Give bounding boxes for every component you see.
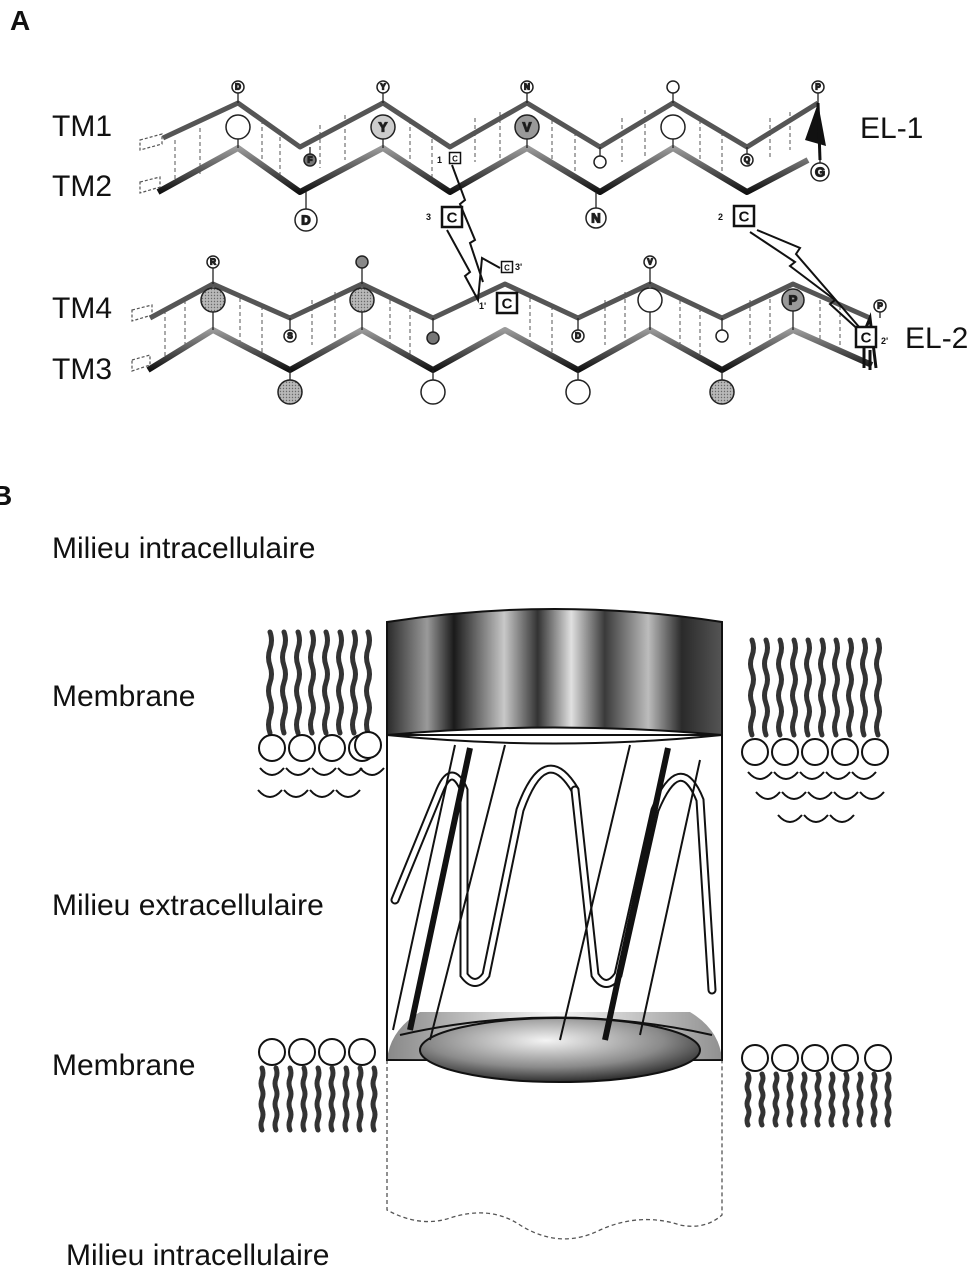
- svg-text:3: 3: [426, 212, 431, 222]
- residue-el2-p: [873, 299, 887, 313]
- residue-tm1-big1: [225, 114, 251, 140]
- residue-tm1-big-y: [370, 114, 396, 140]
- panel-b-channel: Milieu intracellulaire Membrane Milieu e…: [52, 532, 892, 1272]
- channel-pore: [419, 1017, 701, 1083]
- hydrogen-bonds: [164, 110, 841, 360]
- label-tm1: TM1: [52, 110, 112, 143]
- svg-text:C: C: [452, 155, 458, 164]
- residue-tm3-d: [571, 329, 585, 343]
- label-el2: EL-2: [905, 322, 968, 355]
- residue-tm3-b3: [565, 379, 591, 405]
- residue-el2-p-label: P: [877, 302, 883, 311]
- label-top-medium: Milieu intracellulaire: [52, 532, 315, 565]
- svg-text:2': 2': [881, 336, 888, 346]
- beta-strands: [390, 744, 717, 1041]
- residue-tm1-p: [811, 80, 825, 94]
- label-el1: EL-1: [860, 112, 923, 145]
- channel-cap: [386, 608, 723, 737]
- cysteine-1-prime: [495, 291, 519, 315]
- svg-text:1': 1': [479, 301, 486, 311]
- residue-tm1-y-label: Y: [380, 83, 386, 92]
- residue-tm1-p-label: P: [815, 83, 821, 92]
- residue-tm3-s: [283, 329, 297, 343]
- residue-tm2-d-label: D: [301, 213, 310, 228]
- tm2-ribbon: [156, 145, 810, 195]
- residue-tm4-v-label: V: [647, 258, 653, 267]
- residue-tm1-big-v: [514, 114, 540, 140]
- residue-tm4-big2: [349, 287, 375, 313]
- residue-tm4-r: [206, 255, 220, 269]
- residue-tm1-y: [376, 80, 390, 94]
- cysteine-2: [732, 204, 756, 228]
- svg-text:C: C: [504, 264, 510, 273]
- residue-tm3-d-label: D: [575, 332, 581, 341]
- svg-text:1: 1: [437, 155, 442, 165]
- residue-el1-g-label: G: [815, 165, 825, 180]
- residue-tm1-d-label: D: [235, 83, 241, 92]
- residue-tm2-open: [593, 155, 607, 169]
- svg-text:C: C: [861, 330, 872, 347]
- label-tm2: TM2: [52, 170, 112, 203]
- panel-a-label: A: [10, 5, 30, 36]
- residue-tm1-n-label: N: [524, 83, 530, 92]
- cysteine-2-prime: [854, 325, 878, 349]
- label-membrane-top: Membrane: [52, 680, 195, 713]
- tm3-ribbon: [146, 327, 874, 373]
- tm1-ribbon: [161, 100, 820, 150]
- disulfide-bridges: [446, 164, 863, 334]
- residue-tm3-b1: [277, 379, 303, 405]
- residue-tm4-r-label: R: [210, 258, 216, 267]
- residue-tm2-n-label: N: [591, 211, 600, 226]
- residue-tm3-s-label: S: [287, 332, 293, 341]
- residue-tm1-n: [520, 80, 534, 94]
- residue-tm4-dark: [355, 255, 369, 269]
- svg-text:C: C: [502, 296, 513, 313]
- residue-tm1-d: [231, 80, 245, 94]
- label-tm3: TM3: [52, 353, 112, 386]
- panel-b-label: B: [0, 480, 12, 511]
- residue-tm2-f-label: F: [308, 156, 313, 165]
- residue-tm1-big4: [660, 114, 686, 140]
- residue-tm3-b2: [420, 379, 446, 405]
- residue-tm4-v: [643, 255, 657, 269]
- residue-tm2-n: [585, 207, 607, 229]
- intracellular-outline: [386, 1060, 723, 1240]
- residue-tm2-d: [294, 208, 318, 232]
- label-bottom-medium: Milieu intracellulaire: [66, 1239, 329, 1272]
- residue-tm4-big-p-label: P: [789, 293, 798, 308]
- residue-tm3-open: [715, 329, 729, 343]
- svg-text:2: 2: [718, 212, 723, 222]
- residue-tm4-big3: [637, 287, 663, 313]
- residue-tm3-b4: [709, 379, 735, 405]
- cysteine-3: [440, 205, 464, 229]
- cysteine-1: [448, 151, 462, 165]
- svg-text:C: C: [739, 209, 750, 226]
- residue-tm4-big1: [200, 287, 226, 313]
- cysteine-3-prime: [500, 260, 514, 274]
- label-membrane-bottom: Membrane: [52, 1049, 195, 1082]
- label-tm4: TM4: [52, 292, 112, 325]
- el1-loop: [805, 103, 826, 146]
- residue-tm4-big-p: [781, 288, 805, 312]
- svg-text:3': 3': [515, 262, 522, 272]
- label-middle-medium: Milieu extracellulaire: [52, 889, 324, 922]
- residue-tm2-f: [303, 153, 317, 167]
- svg-text:C: C: [447, 210, 458, 227]
- tm4-ribbon: [148, 281, 872, 321]
- residue-tm1-big-v-label: V: [523, 120, 532, 135]
- residue-tm3-dark: [426, 331, 440, 345]
- lipid-bilayers: [257, 629, 892, 1133]
- residue-el1-g: [810, 162, 830, 182]
- residue-tm2-q-label: Q: [744, 156, 750, 165]
- residue-tm2-q: [740, 153, 754, 167]
- residue-tm1-open: [666, 80, 680, 94]
- residue-tm1-big-y-label: Y: [379, 120, 388, 135]
